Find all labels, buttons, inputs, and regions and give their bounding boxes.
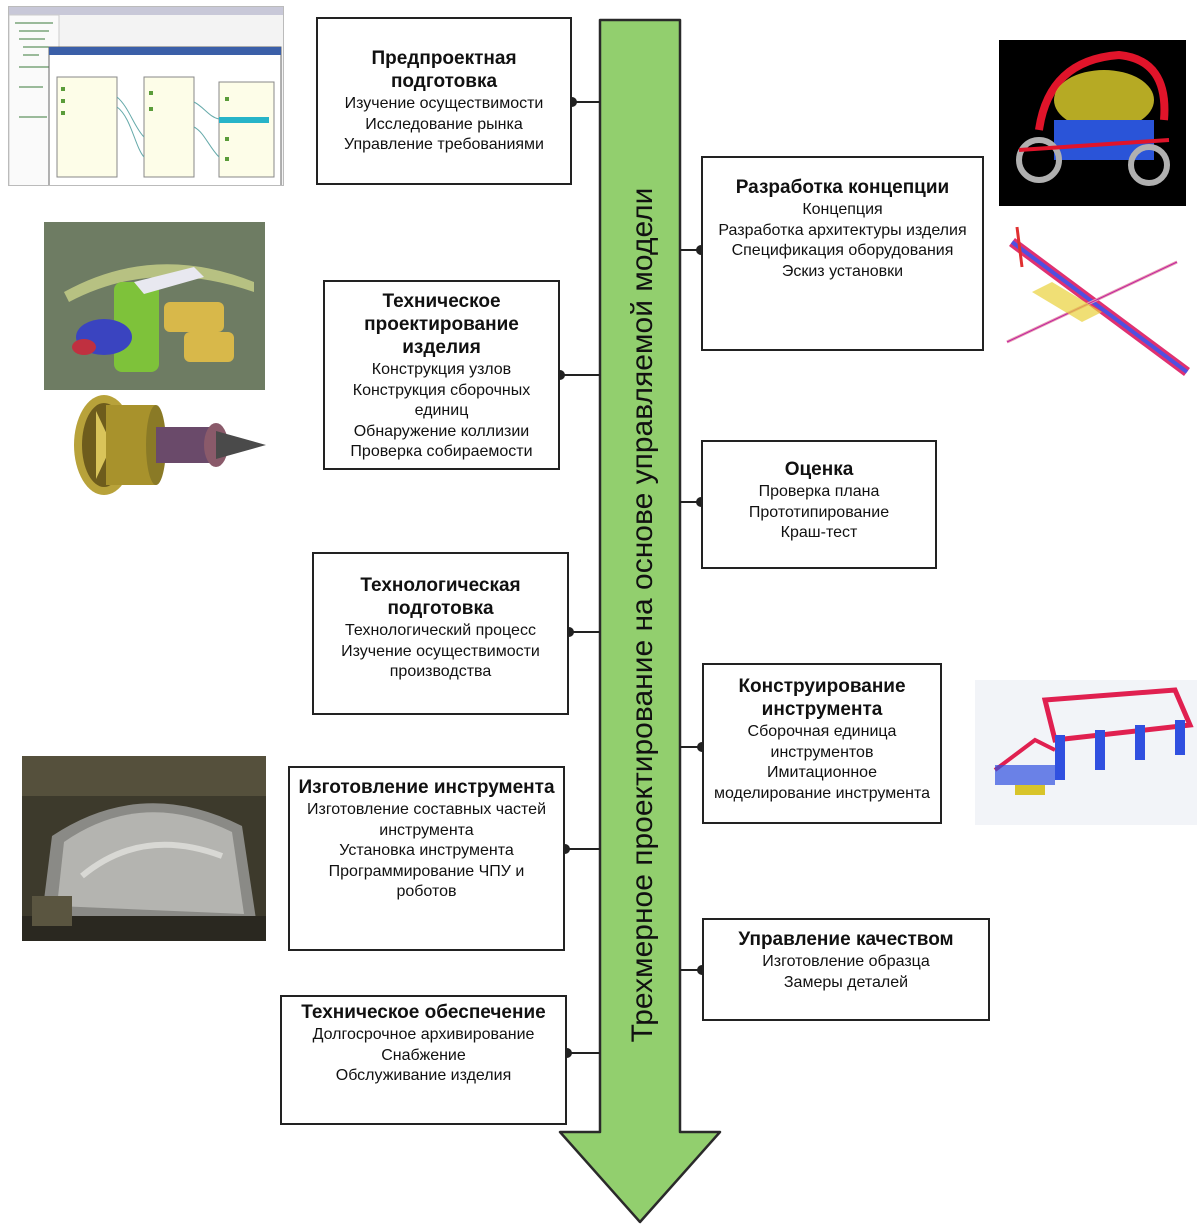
stage-box-technical-design: Техническое проектирование изделия Конст…: [323, 280, 560, 470]
stage-item: Изготовление составных частей инструмент…: [306, 801, 547, 839]
stage-item: Спецификация оборудования: [731, 242, 954, 259]
stage-item: Изготовление образца: [762, 953, 930, 970]
stage-box-tool-manufacturing: Изготовление инструмента Изготовление со…: [288, 766, 565, 951]
stage-box-process-preparation: Технологическая подготовка Технологическ…: [312, 552, 569, 715]
stage-title: Техническое обеспечение: [301, 1002, 546, 1023]
car-frame-model-image: [999, 40, 1186, 206]
stage-item: Изучение осуществимости производства: [341, 642, 540, 681]
process-arrow: [558, 18, 722, 1224]
stage-title: Управление качеством: [738, 929, 954, 950]
stage-box-tool-design: Конструирование инструмента Сборочная ед…: [702, 663, 942, 824]
stage-item: Сборочная единица инструментов: [747, 723, 897, 761]
stage-title: Оценка: [784, 459, 854, 480]
stage-item: Обслуживание изделия: [335, 1067, 512, 1084]
stage-item: Технологический процесс: [345, 622, 536, 639]
stage-item: Прототипирование: [748, 503, 890, 521]
stage-item: Конструкция сборочных единиц: [352, 381, 531, 420]
stage-item: Замеры деталей: [783, 973, 909, 991]
stage-title: Техническое проектирование изделия: [364, 291, 519, 358]
stage-title: Технологическая подготовка: [360, 575, 521, 619]
car-interior-model-image: [44, 222, 265, 390]
stage-item: Конструкция узлов: [371, 361, 512, 378]
stage-item: Разработка архитектуры изделия: [718, 221, 967, 239]
stage-item: Программирование ЧПУ и роботов: [328, 862, 525, 901]
stage-title: Конструирование инструмента: [738, 676, 906, 720]
stage-box-quality: Управление качеством Изготовление образц…: [702, 918, 990, 1021]
stage-title: Разработка концепции: [735, 177, 950, 198]
stage-box-maintenance: Техническое обеспечение Долгосрочное арх…: [280, 995, 567, 1125]
stage-item: Исследование рынка: [365, 115, 523, 133]
stage-item: Долгосрочное архивирование: [312, 1026, 535, 1043]
stage-box-concept: Разработка концепции Концепция Разработк…: [701, 156, 984, 351]
stage-item: Эскиз установки: [781, 262, 904, 280]
stage-item: Изучение осуществимости: [344, 95, 544, 112]
stage-item: Установка инструмента: [339, 842, 514, 859]
stage-item: Проверка собираемости: [350, 443, 533, 460]
stamping-die-photo: [22, 756, 266, 941]
stage-item: Концепция: [802, 201, 883, 218]
stage-box-preproject: Предпроектная подготовка Изучение осущес…: [316, 17, 572, 185]
jet-engine-model-image: [66, 391, 272, 499]
stage-box-evaluation: Оценка Проверка плана Прототипирование К…: [701, 440, 937, 569]
stage-title: Предпроектная подготовка: [371, 48, 517, 92]
tooling-fixture-model-image: [975, 680, 1197, 825]
stage-title: Изготовление инструмента: [298, 777, 555, 798]
stage-item: Управление требованиями: [344, 136, 544, 153]
aircraft-wireframe-image: [992, 222, 1192, 382]
stage-item: Снабжение: [381, 1046, 466, 1064]
stage-item: Проверка плана: [758, 483, 880, 500]
software-screenshot-image: [8, 6, 284, 186]
arrow-label: Трехмерное проектирование на основе упра…: [626, 188, 659, 1043]
stage-item: Обнаружение коллизии: [353, 422, 530, 440]
stage-item: Имитационное моделирование инструмента: [713, 764, 931, 802]
stage-item: Краш-тест: [780, 524, 858, 541]
